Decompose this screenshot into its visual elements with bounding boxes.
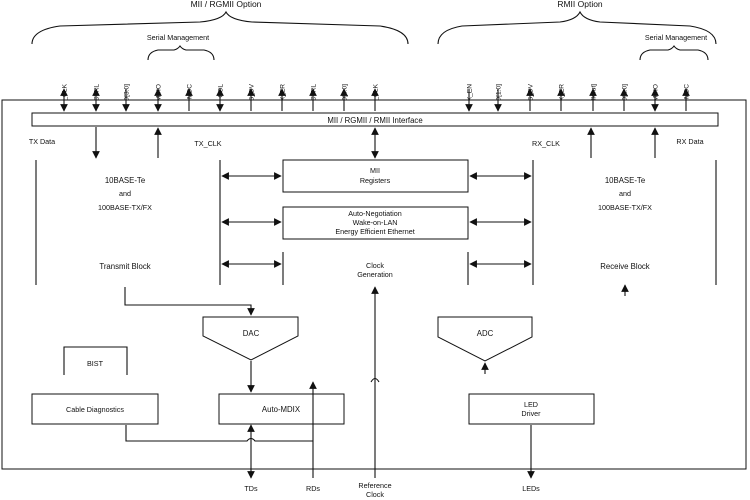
mii-rgmii-brace (31, 10, 409, 45)
tds-label: TDs (244, 484, 258, 493)
tx-clk-label: TX_CLK (194, 139, 221, 148)
receive-line1: 10BASE-Te (605, 176, 645, 185)
rds-label: RDs (306, 484, 320, 493)
mii-pin-label: MDC (187, 84, 194, 99)
mii-pin-label: RX_D[3:0] (342, 84, 349, 115)
transmit-block-name: Transmit Block (99, 262, 150, 271)
adc-label: ADC (477, 329, 494, 338)
mii-registers-box (282, 159, 469, 193)
mii-pin-label: TX_D[3:0] (124, 84, 131, 114)
reference-clock-label-1: Reference (358, 481, 391, 490)
rmii-option-label: RMII Option (557, 0, 603, 9)
rmii-pin-label: MDIO (653, 84, 660, 101)
receive-block-name: Receive Block (600, 262, 650, 271)
serial-management-left-label: Serial Management (147, 33, 209, 42)
leds-label: LEDs (522, 484, 540, 493)
clock-gen-line2: Generation (357, 270, 393, 279)
dac-label: DAC (243, 329, 260, 338)
mii-pin-label: COL (218, 84, 225, 98)
autoneg-box (282, 206, 469, 240)
receive-line3: 100BASE-TX/FX (598, 203, 652, 212)
tx-data-label-1: TX Data (29, 137, 55, 146)
mii-pin-label: MDIO (156, 84, 163, 101)
clock-gen-line1: Clock (366, 261, 384, 270)
reference-clock-crossing (370, 377, 380, 383)
serial-management-right-label: Serial Management (645, 33, 707, 42)
cable-diagnostics-label: Cable Diagnostics (66, 405, 124, 414)
auto-mdix-box (218, 393, 345, 425)
rmii-brace (437, 10, 717, 45)
mii-interface-label: MII / RGMII / RMII Interface (327, 116, 422, 125)
rmii-pin-label: RX_D[1:0] (622, 84, 629, 115)
cable-diagnostics-box (31, 393, 159, 425)
rx-clk-label: RX_CLK (532, 139, 560, 148)
receive-line2: and (619, 189, 631, 198)
transmit-line2: and (119, 189, 131, 198)
dac-shape (202, 316, 299, 361)
rx-data-label: RX Data (676, 137, 703, 146)
transmit-line1: 10BASE-Te (105, 176, 145, 185)
led-driver-line2: Driver (521, 409, 541, 418)
serial-management-right-brace (639, 45, 709, 61)
reference-clock-label-2: Clock (366, 490, 384, 499)
autoneg-line3: Energy Efficient Ethernet (335, 227, 414, 236)
led-driver-line1: LED (524, 400, 538, 409)
rmii-pin-label: TX_D[1:0] (496, 84, 503, 114)
mii-registers-line1: MII (370, 166, 380, 175)
pin-arrows-group (60, 88, 690, 112)
mii-rgmii-option-label: MII / RGMII Option (191, 0, 262, 9)
rmii-pin-label: MDC (684, 84, 691, 99)
auto-mdix-label: Auto-MDIX (262, 405, 301, 414)
serial-management-left-brace (147, 45, 215, 61)
rmii-pin-label: TX_EN (467, 84, 474, 105)
autoneg-line2: Wake-on-LAN (353, 218, 398, 227)
bist-box (63, 346, 128, 375)
transmit-line3: 100BASE-TX/FX (98, 203, 152, 212)
led-driver-box (468, 393, 595, 425)
bist-label: BIST (87, 359, 104, 368)
mii-pin-label: RX_CLK (373, 83, 380, 109)
adc-shape (437, 316, 533, 362)
mii-interface-bar (31, 112, 719, 127)
transmit-to-dac-line (124, 287, 255, 316)
autoneg-line1: Auto-Negotiation (348, 209, 402, 218)
mii-registers-line2: Registers (360, 176, 391, 185)
